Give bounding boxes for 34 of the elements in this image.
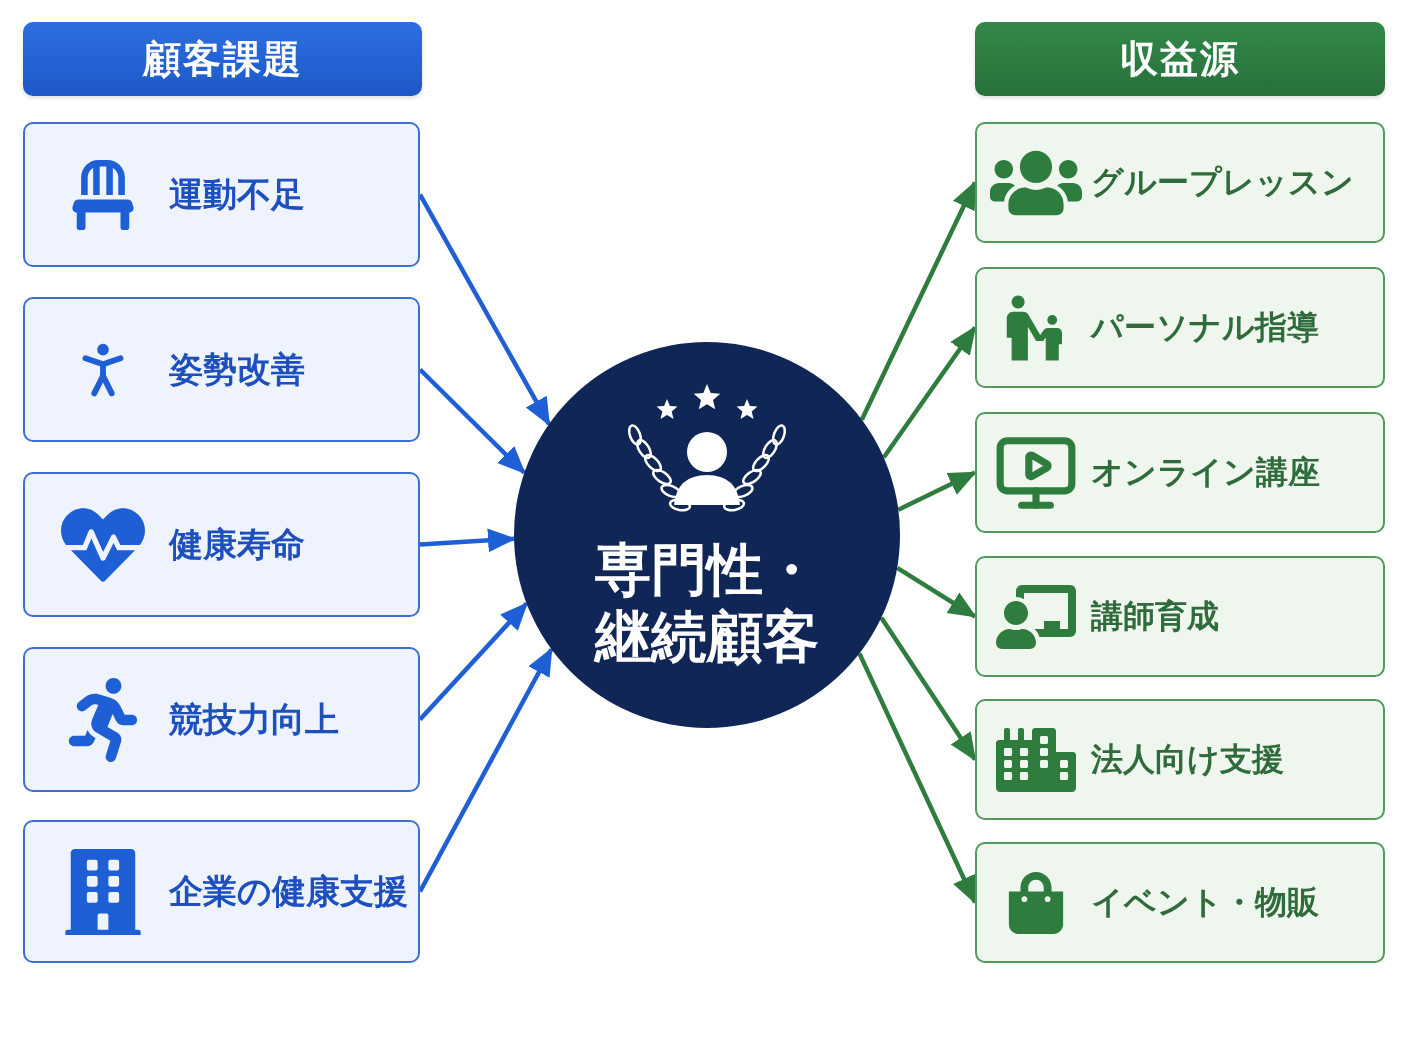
card-label: 競技力向上 — [169, 697, 339, 741]
card-label: イベント・物販 — [1091, 881, 1319, 923]
category-card — [23, 647, 420, 792]
category-card — [975, 556, 1385, 677]
card-label: 企業の健康支援 — [169, 869, 408, 913]
card-label: パーソナル指導 — [1091, 306, 1319, 348]
category-card — [23, 122, 420, 267]
category-card — [975, 412, 1385, 533]
card-label: 姿勢改善 — [169, 347, 305, 391]
card-label: 運動不足 — [169, 172, 305, 216]
arrow — [897, 470, 977, 512]
arrow — [418, 602, 529, 722]
header-banner: 収益源 — [975, 22, 1385, 96]
card-label: グループレッスン — [1091, 161, 1354, 203]
arrow — [419, 528, 516, 553]
center-title: 専門性・継続顧客 — [593, 536, 820, 671]
category-card — [23, 472, 420, 617]
category-card — [975, 699, 1385, 820]
arrow — [418, 647, 554, 893]
arrow — [879, 616, 977, 762]
arrow — [896, 565, 977, 619]
card-label: 法人向け支援 — [1091, 738, 1284, 780]
category-card — [975, 122, 1385, 243]
card-label: 講師育成 — [1091, 595, 1219, 637]
category-card — [975, 842, 1385, 963]
arrow — [418, 367, 526, 475]
category-card — [23, 297, 420, 442]
category-card — [975, 267, 1385, 388]
arrow — [418, 193, 551, 426]
card-label: オンライン講座 — [1091, 451, 1320, 493]
category-card — [23, 820, 420, 963]
card-label: 健康寿命 — [169, 522, 305, 566]
arrow — [881, 325, 977, 459]
header-banner: 顧客課題 — [23, 22, 422, 96]
